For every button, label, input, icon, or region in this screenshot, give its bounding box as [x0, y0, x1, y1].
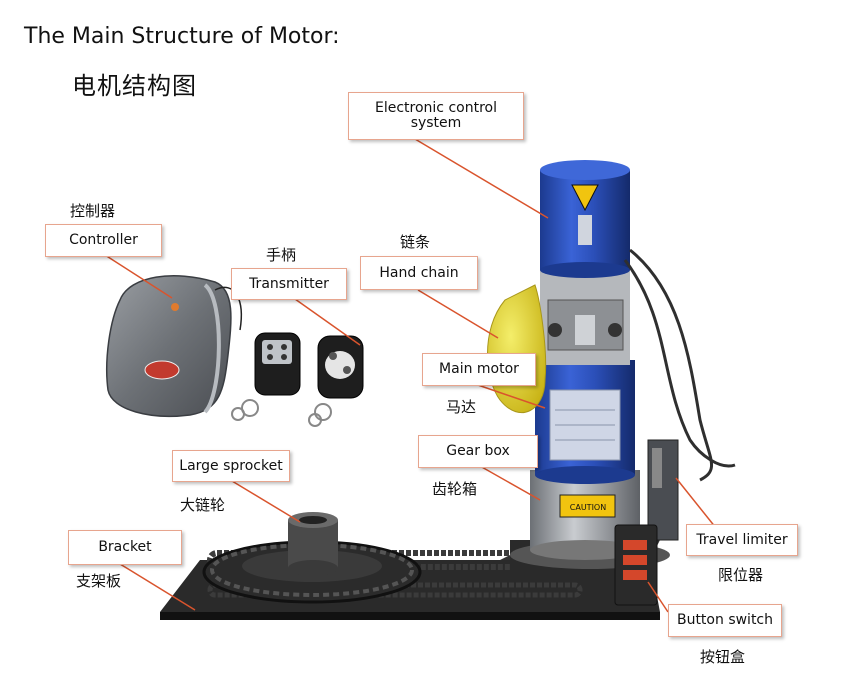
callout-large-sprocket: Large sprocket	[172, 450, 290, 482]
title-chinese: 电机结构图	[72, 72, 197, 100]
cn-hand-chain: 链条	[400, 233, 431, 251]
cn-gear-box: 齿轮箱	[432, 480, 478, 498]
callout-travel-limiter: Travel limiter	[686, 524, 798, 556]
cn-controller: 控制器	[70, 202, 116, 220]
main-motor-body	[535, 360, 635, 484]
leader-lines	[104, 138, 717, 613]
callout-gear-box: Gear box	[418, 435, 538, 468]
electronic-control-cylinder	[540, 160, 630, 278]
transmitter-remotes	[231, 332, 364, 427]
callout-hand-chain: Hand chain	[360, 256, 478, 290]
motor-cables	[623, 248, 736, 482]
cn-transmitter: 手柄	[266, 246, 297, 264]
cn-travel-limiter: 限位器	[718, 566, 764, 584]
hand-chain-mechanism	[540, 265, 630, 365]
caution-label: CAUTION	[570, 503, 606, 512]
callout-electronic-control: Electronic control system	[348, 92, 524, 140]
callout-button-switch: Button switch	[668, 604, 782, 637]
callout-transmitter: Transmitter	[231, 268, 347, 300]
cn-large-sprocket: 大链轮	[180, 496, 226, 514]
large-sprocket-wheel	[202, 512, 422, 604]
callout-main-motor: Main motor	[422, 353, 536, 386]
button-switch-box	[614, 524, 658, 606]
cn-button-switch: 按钮盒	[700, 648, 746, 666]
title-english: The Main Structure of Motor:	[24, 24, 340, 49]
travel-limiter-unit	[647, 439, 679, 541]
cn-main-motor: 马达	[446, 398, 477, 416]
callout-controller: Controller	[45, 224, 162, 257]
callout-bracket: Bracket	[68, 530, 182, 565]
controller-device	[106, 275, 242, 418]
chain-cover-bag	[487, 284, 547, 413]
cn-bracket: 支架板	[76, 572, 122, 590]
